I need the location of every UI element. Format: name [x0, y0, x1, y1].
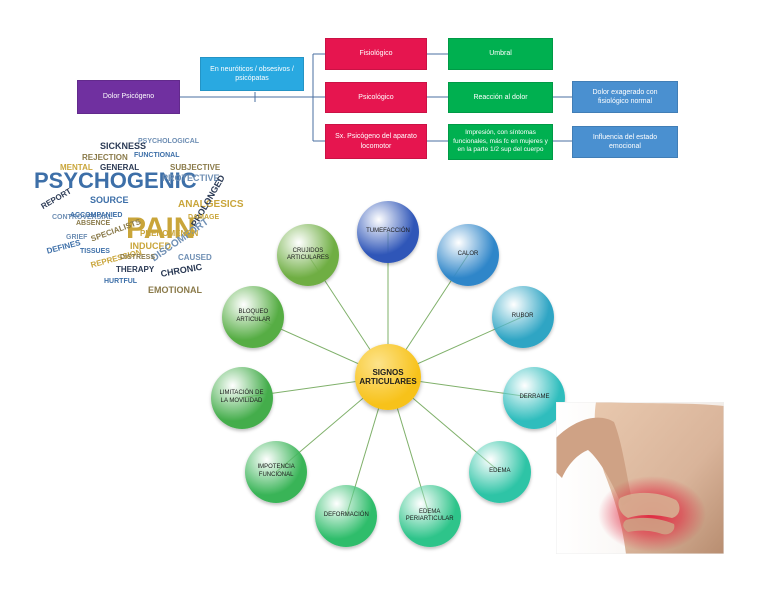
hand-shape-lower: [623, 517, 675, 535]
wordcloud-word: PSYCHOGENIC: [34, 168, 197, 193]
wordcloud-word: PAIN: [126, 212, 196, 245]
hand-shape: [618, 492, 680, 518]
wheel-node: CALOR: [437, 224, 499, 287]
child-node-3: Impresión, con síntomas funcionales, más…: [448, 124, 553, 160]
root-node: Dolor Psicógeno: [77, 80, 180, 114]
branch-node-3: Sx. Psicógeno del aparato locomotor: [325, 124, 427, 159]
wordcloud-word: ABSENCE: [76, 220, 111, 227]
wordcloud-word: PHENOMENON: [140, 229, 199, 238]
extra-node-3: Influencia del estado emocional: [572, 126, 678, 158]
wheel-hub: SIGNOS ARTICULARES: [355, 344, 421, 410]
wheel-node: DERRAME: [503, 366, 566, 429]
child-node-1: Umbral: [448, 38, 553, 70]
wheel-node: DEFORMACIÓN: [315, 485, 378, 548]
branch-node-2: Psicológico: [325, 82, 427, 113]
wordcloud-word: ANALGESICS: [178, 199, 244, 210]
wheel-node: BLOQUEO ARTICULAR: [222, 285, 285, 348]
wheel-node: EDEMA PERIARTICULAR: [398, 485, 461, 548]
wordcloud-word: GRIEF: [66, 234, 88, 241]
wordcloud-word: EMOTIONAL: [148, 285, 202, 295]
wordcloud-word: CONTROVERSIAL: [52, 214, 113, 221]
mid-node: En neuróticos / obsesivos / psicópatas: [200, 57, 304, 91]
wheel-node: IMPOTENCIA FUNCIONAL: [245, 440, 308, 503]
wordcloud-word: DISTRESS: [120, 254, 156, 261]
branch-node-1: Fisiológico: [325, 38, 427, 70]
wheel-node: EDEMA: [468, 440, 531, 503]
wordcloud-word: SOURCE: [90, 195, 129, 205]
wordcloud-word: GENERAL: [100, 163, 140, 172]
wheel-node: TUMEFACCIÓN: [357, 201, 419, 263]
wordcloud-word: DAMAGE: [188, 214, 220, 221]
wordcloud-word: SUBJECTIVE: [170, 163, 221, 172]
wheel-node: RUBOR: [491, 285, 554, 348]
wordcloud-word: CAUSED: [178, 253, 212, 262]
wordcloud-word: FUNCTIONAL: [134, 152, 180, 159]
wordcloud-word: HURTFUL: [104, 278, 138, 285]
wordcloud-word: ACCOMPANIED: [70, 212, 123, 219]
wordcloud-word: PROTECTIVE: [162, 173, 220, 183]
arm-shape: [556, 417, 632, 506]
wheel-node: CRUJIDOS ARTICULARES: [276, 224, 339, 287]
extra-node-2: Dolor exagerado con fisiológico normal: [572, 81, 678, 113]
back-pain-photo: [556, 402, 724, 554]
wordcloud-word: MENTAL: [60, 163, 93, 172]
wordcloud-word: THERAPY: [116, 265, 155, 274]
wordcloud-word: PSYCHOLOGICAL: [138, 138, 200, 145]
wordcloud-word: REJECTION: [82, 153, 128, 162]
wheel-node: LIMITACIÓN DE LA MOVILIDAD: [210, 366, 273, 429]
wordcloud-word: SICKNESS: [100, 141, 147, 151]
wordcloud-word: TISSUES: [80, 248, 110, 255]
wordcloud-word: INDUCED: [130, 241, 172, 251]
child-node-2: Reacción al dolor: [448, 82, 553, 113]
